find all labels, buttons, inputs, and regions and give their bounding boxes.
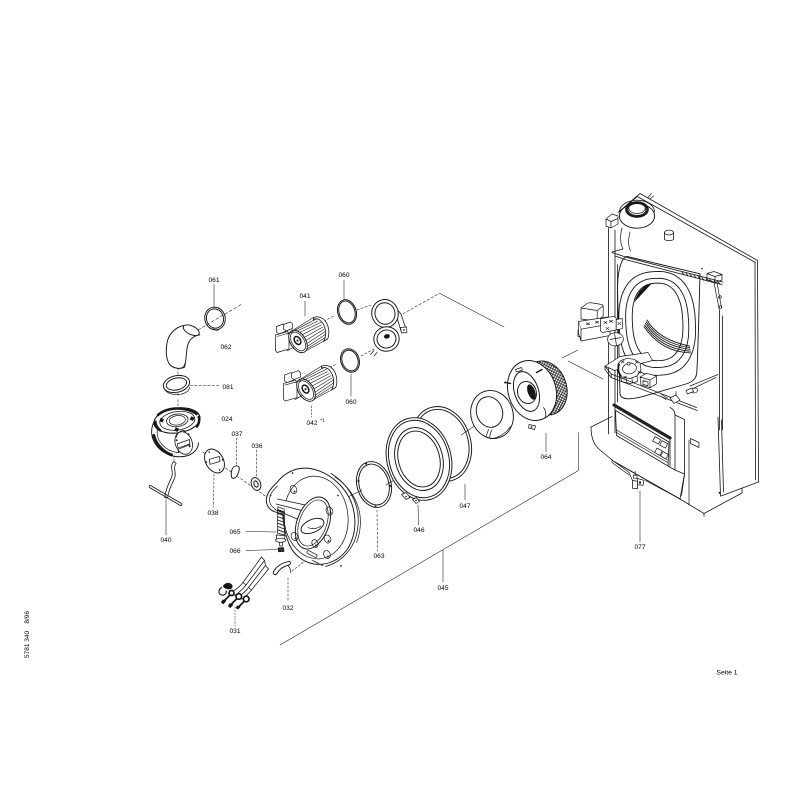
svg-text:Seite 1: Seite 1 — [716, 670, 737, 677]
svg-text:061: 061 — [208, 277, 219, 284]
svg-text:024: 024 — [221, 416, 232, 423]
svg-text:*1: *1 — [320, 418, 325, 424]
svg-text:036: 036 — [251, 443, 262, 450]
svg-text:060: 060 — [338, 272, 349, 279]
svg-text:062: 062 — [220, 344, 231, 351]
svg-text:5781 340 8/96: 5781 340 8/96 — [24, 611, 31, 658]
svg-text:063: 063 — [373, 553, 384, 560]
svg-text:040: 040 — [160, 537, 171, 544]
svg-text:077: 077 — [634, 544, 645, 551]
svg-text:042: 042 — [306, 420, 317, 427]
svg-text:081: 081 — [222, 384, 233, 391]
svg-text:066: 066 — [229, 548, 240, 555]
svg-text:045: 045 — [437, 585, 448, 592]
svg-text:064: 064 — [540, 454, 551, 461]
svg-text:038: 038 — [207, 510, 218, 517]
svg-text:031: 031 — [229, 628, 240, 635]
svg-text:065: 065 — [229, 529, 240, 536]
svg-text:060: 060 — [345, 399, 356, 406]
svg-text:046: 046 — [413, 527, 424, 534]
svg-text:032: 032 — [282, 605, 293, 612]
svg-text:041: 041 — [299, 293, 310, 300]
svg-text:037: 037 — [231, 431, 242, 438]
svg-text:047: 047 — [459, 503, 470, 510]
